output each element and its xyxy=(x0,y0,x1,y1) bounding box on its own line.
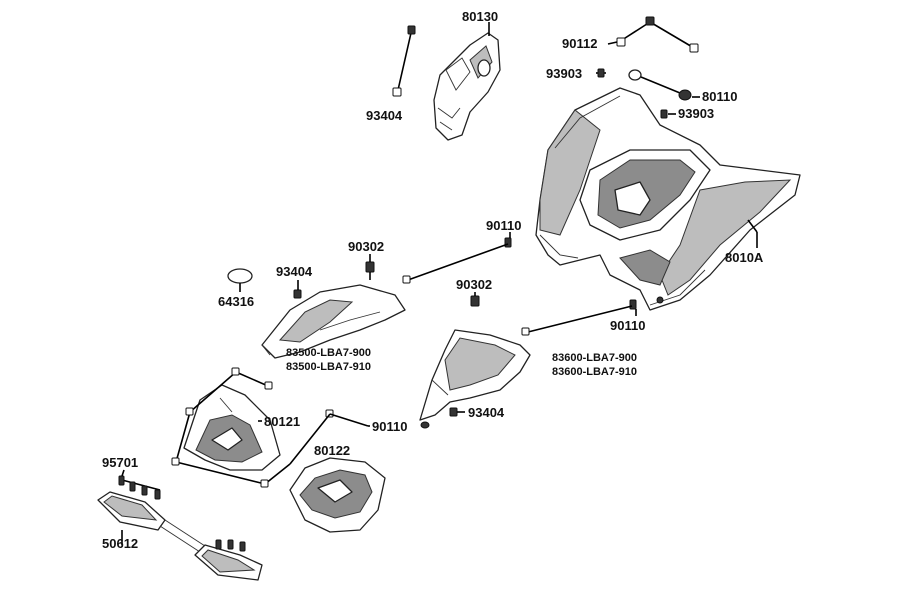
label-90110-right: 90110 xyxy=(610,318,645,333)
label-83600-900: 83600-LBA7-900 xyxy=(552,352,637,364)
bolt-93404-left xyxy=(293,289,302,299)
bolt-90110-bottom xyxy=(289,409,369,465)
label-93404-top: 93404 xyxy=(366,108,403,123)
label-80110: 80110 xyxy=(702,89,737,104)
bolt-90110-top xyxy=(402,237,512,284)
nut-80110 xyxy=(628,69,692,101)
label-50612: 50612 xyxy=(102,536,138,551)
label-83500-910: 83500-LBA7-910 xyxy=(286,361,371,373)
label-90302-right: 90302 xyxy=(456,277,492,292)
label-90110-bottom: 90110 xyxy=(372,419,407,434)
part-83600-right-panel xyxy=(419,329,531,429)
label-93903-b: 93903 xyxy=(678,106,714,121)
label-64316: 64316 xyxy=(218,294,254,309)
part-80130-bracket xyxy=(433,32,501,141)
label-80121: 80121 xyxy=(264,414,300,429)
bolt-93404-mid xyxy=(449,407,458,417)
screw-93903-a xyxy=(596,68,606,78)
bolt-90302-right xyxy=(470,295,480,307)
screw-93903-b xyxy=(660,109,668,119)
part-50612-footboard xyxy=(97,491,263,581)
bolt-90110-right xyxy=(521,299,637,336)
label-90112: 90112 xyxy=(562,36,597,51)
label-83600-910: 83600-LBA7-910 xyxy=(552,366,637,378)
label-93404-mid: 93404 xyxy=(468,405,505,420)
label-93903-a: 93903 xyxy=(546,66,582,81)
bolt-90112 xyxy=(616,16,699,53)
label-90110-top: 90110 xyxy=(486,218,521,233)
part-80121-left-footrest xyxy=(171,367,291,488)
part-80122-right-footrest xyxy=(289,457,386,533)
screw-95701 xyxy=(118,475,246,552)
label-90302-left: 90302 xyxy=(348,239,384,254)
label-80122: 80122 xyxy=(314,443,350,458)
label-8010A: 8010A xyxy=(725,250,764,265)
part-8010A-rear-fender xyxy=(535,87,801,311)
label-80130: 80130 xyxy=(462,9,498,24)
bolt-93404-top xyxy=(392,25,416,97)
part-83500-left-panel xyxy=(261,284,406,359)
cap-64316 xyxy=(227,268,253,284)
label-83500-900: 83500-LBA7-900 xyxy=(286,347,371,359)
bolt-90302-left xyxy=(365,261,375,280)
label-93404-left: 93404 xyxy=(276,264,313,279)
label-95701: 95701 xyxy=(102,455,138,470)
